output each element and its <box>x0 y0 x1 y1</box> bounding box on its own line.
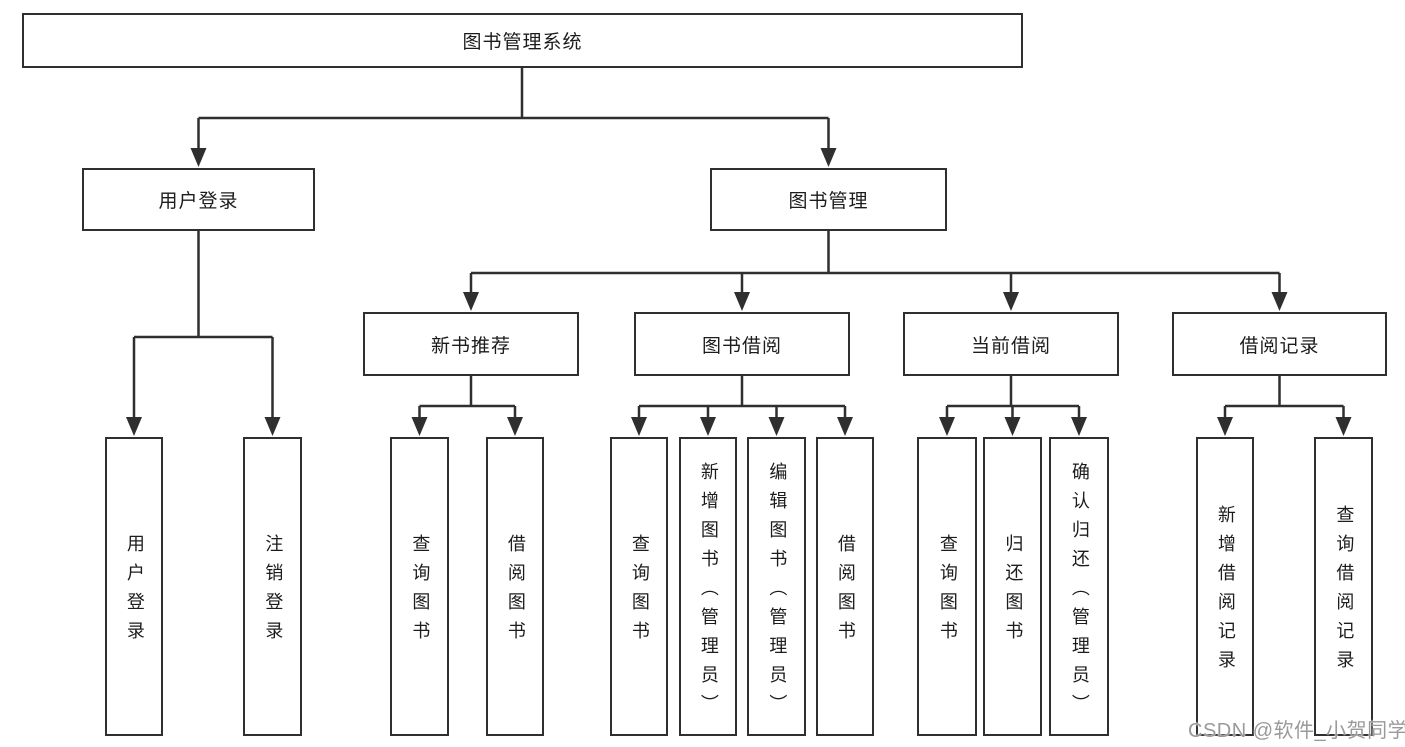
leaf-confirm-return-admin: 确认归还（管理员） <box>1049 437 1109 736</box>
arrowhead-icon <box>768 417 785 436</box>
arrowhead-icon <box>631 417 647 436</box>
node-new-book-recommend: 新书推荐 <box>363 312 579 376</box>
node-root-system: 图书管理系统 <box>22 13 1023 68</box>
arrowhead-icon <box>1217 417 1233 436</box>
arrowhead-icon <box>1071 417 1087 436</box>
leaf-query-borrow-record: 查询借阅记录 <box>1314 437 1373 736</box>
node-user-login: 用户登录 <box>82 168 315 231</box>
arrowhead-icon <box>700 417 716 436</box>
arrowhead-icon <box>1004 417 1021 436</box>
leaf-logout: 注销登录 <box>243 437 302 736</box>
arrowhead-icon <box>126 417 142 436</box>
leaf-edit-book-admin: 编辑图书（管理员） <box>747 437 806 736</box>
csdn-watermark: CSDN @软件_小贺同学 <box>1188 720 1405 742</box>
arrowhead-icon <box>1003 292 1019 311</box>
arrowhead-icon <box>837 417 853 436</box>
leaf-query-book-2: 查询图书 <box>610 437 668 736</box>
arrowhead-icon <box>190 148 207 167</box>
arrowhead-icon <box>463 292 479 311</box>
arrowhead-icon <box>939 417 955 436</box>
node-book-borrow: 图书借阅 <box>634 312 850 376</box>
leaf-user-login: 用户登录 <box>105 437 163 736</box>
arrowhead-icon <box>507 417 523 436</box>
leaf-add-borrow-record: 新增借阅记录 <box>1196 437 1254 736</box>
node-book-management: 图书管理 <box>710 168 947 231</box>
leaf-query-book-3: 查询图书 <box>917 437 977 736</box>
arrowhead-icon <box>264 417 281 436</box>
leaf-borrow-book-2: 借阅图书 <box>816 437 874 736</box>
arrowhead-icon <box>820 148 837 167</box>
leaf-query-book-1: 查询图书 <box>390 437 449 736</box>
node-current-borrow: 当前借阅 <box>903 312 1119 376</box>
arrowhead-icon <box>1335 417 1352 436</box>
leaf-return-book: 归还图书 <box>983 437 1042 736</box>
arrowhead-icon <box>411 417 428 436</box>
node-borrow-record: 借阅记录 <box>1172 312 1387 376</box>
leaf-borrow-book-1: 借阅图书 <box>486 437 544 736</box>
arrowhead-icon <box>1271 292 1288 311</box>
leaf-add-book-admin: 新增图书（管理员） <box>679 437 737 736</box>
arrowhead-icon <box>734 292 750 311</box>
